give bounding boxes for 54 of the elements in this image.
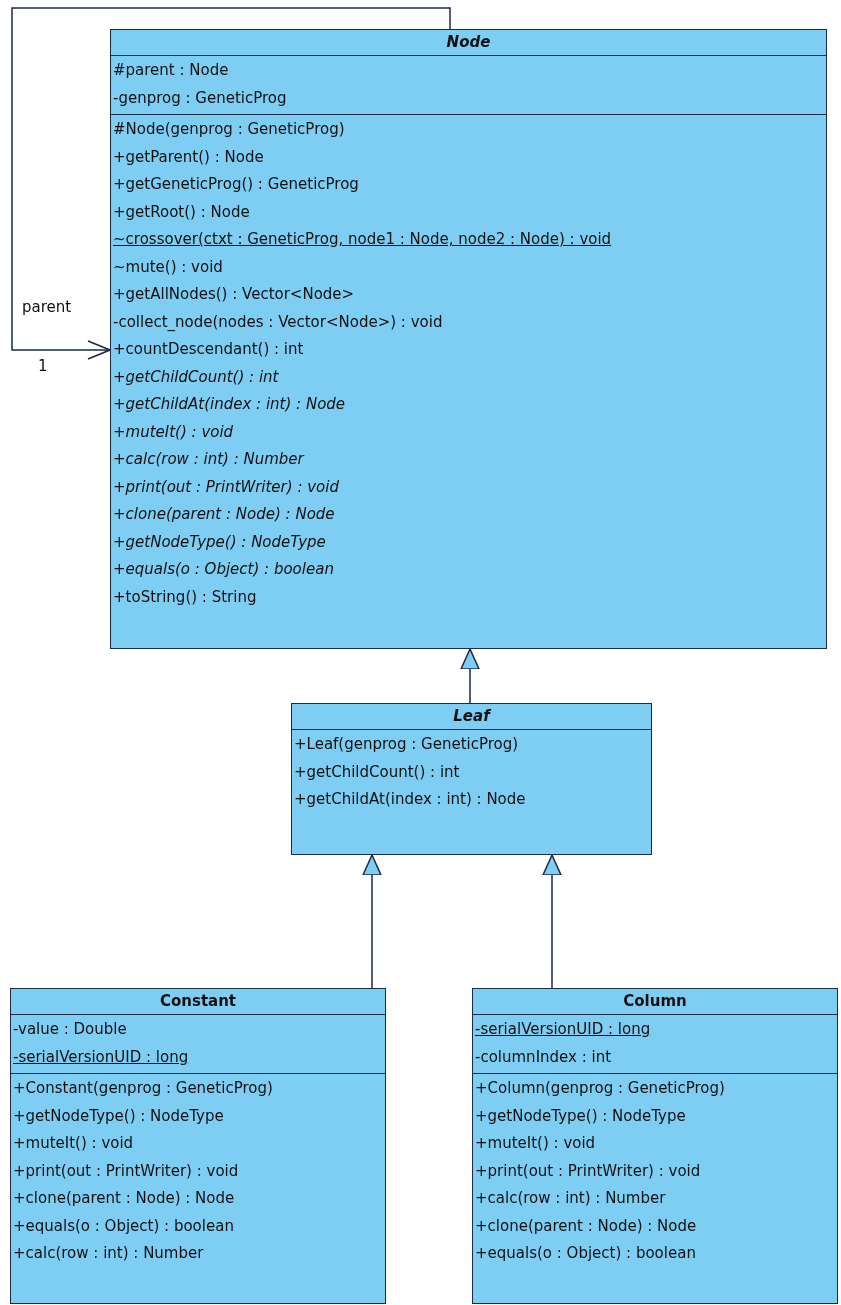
generalization-arrow (542, 854, 562, 989)
method-text: +equals(o : Object) : boolean (113, 559, 334, 580)
method-text: +getGeneticProg() : GeneticProg (113, 174, 359, 195)
method-text: +print(out : PrintWriter) : void (113, 476, 339, 498)
class-name: Node (111, 30, 826, 56)
class-box (10, 988, 386, 1304)
method-text: +print(out : PrintWriter) : void (475, 1160, 701, 1182)
method-text: +equals(o : Object) : boolean (475, 1243, 696, 1264)
method-text: ~mute() : void (113, 256, 223, 278)
class-name: Constant (11, 989, 385, 1015)
method-text: +getAllNodes() : Vector<Node> (113, 284, 355, 305)
method-text: ~crossover(ctxt : GeneticProg, node1 : Node, node2 : Node) : void (113, 229, 612, 250)
generalization-arrow (460, 648, 480, 704)
class-name: Column (473, 989, 837, 1015)
method-text: +getParent() : Node (113, 146, 264, 168)
role-label: parent (22, 298, 72, 316)
method-text: #Node(genprog : GeneticProg) (113, 119, 345, 140)
method-text: +getChildAt(index : int) : Node (113, 394, 346, 415)
attribute-text: -genprog : GeneticProg (113, 87, 287, 109)
method-text: +print(out : PrintWriter) : void (13, 1160, 239, 1182)
method-text: +muteIt() : void (13, 1133, 134, 1154)
method-text: +clone(parent : Node) : Node (13, 1188, 235, 1209)
method-text: -collect_node(nodes : Vector<Node>) : void (113, 311, 443, 333)
attribute-text: #parent : Node (113, 60, 229, 81)
method-text: +muteIt() : void (475, 1133, 596, 1154)
method-text: +Constant(genprog : GeneticProg) (13, 1078, 273, 1099)
method-text: +clone(parent : Node) : Node (475, 1215, 697, 1237)
method-text: +getNodeType() : NodeType (113, 531, 326, 553)
attribute-text: -serialVersionUID : long (475, 1019, 651, 1040)
method-text: +Column(genprog : GeneticProg) (475, 1078, 725, 1099)
method-text: +calc(row : int) : Number (475, 1188, 666, 1209)
method-text: +getNodeType() : NodeType (13, 1105, 224, 1127)
method-text: +muteIt() : void (113, 421, 234, 443)
attribute-text: -columnIndex : int (475, 1046, 612, 1068)
method-text: +countDescendant() : int (113, 339, 304, 360)
class-box (110, 29, 827, 649)
method-text: +equals(o : Object) : boolean (13, 1215, 234, 1237)
method-text: +clone(parent : Node) : Node (113, 504, 335, 525)
generalization-arrow (362, 854, 382, 989)
method-text: +calc(row : int) : Number (113, 449, 304, 470)
method-text: +Leaf(genprog : GeneticProg) (294, 734, 519, 755)
class-name: Leaf (292, 704, 651, 730)
method-text: +getChildAt(index : int) : Node (294, 789, 526, 810)
attribute-text: -value : Double (13, 1019, 127, 1040)
method-text: +getNodeType() : NodeType (475, 1105, 686, 1127)
attribute-text: -serialVersionUID : long (13, 1046, 189, 1068)
method-text: +calc(row : int) : Number (13, 1243, 204, 1264)
method-text: +toString() : String (113, 586, 257, 608)
method-text: +getRoot() : Node (113, 201, 250, 223)
method-text: +getChildCount() : int (113, 366, 279, 388)
association-arrow (11, 7, 451, 360)
class-box (291, 703, 652, 855)
class-box (472, 988, 838, 1304)
method-text: +getChildCount() : int (294, 761, 460, 783)
